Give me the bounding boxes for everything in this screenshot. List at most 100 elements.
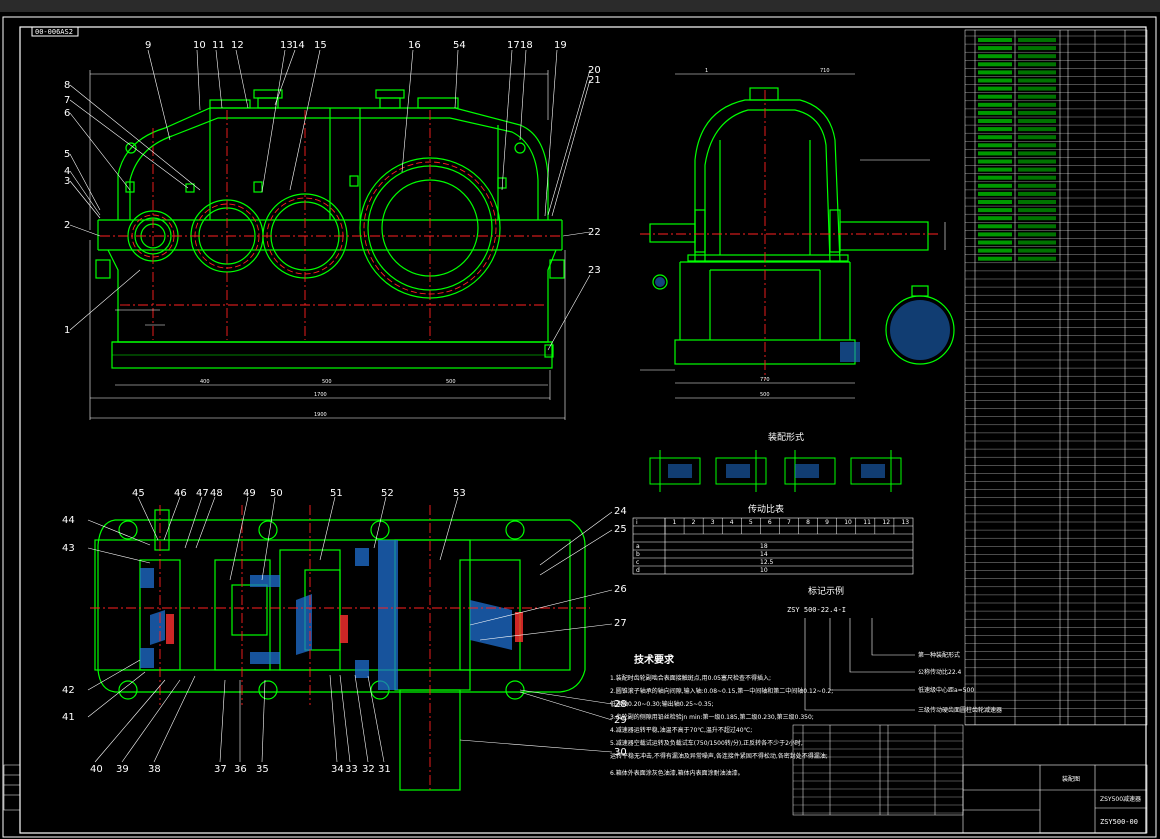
balloon-26: 26 — [614, 584, 627, 595]
tech-line-3: 低速轴0.20~0.30;输出轴0.25~0.35; — [610, 700, 714, 708]
balloon-40: 40 — [90, 764, 103, 775]
side-dimensions — [640, 73, 946, 399]
parts-list-code-cell — [978, 70, 1012, 75]
dim-500a: 500 — [322, 379, 332, 385]
parts-list-code-cell — [978, 216, 1012, 221]
balloon-21: 21 — [588, 75, 601, 86]
parts-list-name-cell — [1018, 200, 1056, 204]
parts-list-code-cell — [978, 38, 1012, 42]
left-legend — [3, 764, 21, 811]
balloon-4: 4 — [64, 166, 70, 177]
ratio-val-2: 14 — [760, 551, 768, 558]
ratio-heading: 传动比表 — [748, 503, 784, 515]
ratio-val-4: 10 — [760, 567, 768, 574]
parts-list-code-cell — [978, 167, 1012, 172]
example-leaders — [804, 618, 915, 711]
parts-list-code-cell — [978, 200, 1012, 204]
parts-list-name-cell — [1018, 70, 1056, 75]
plan-leaders — [87, 496, 613, 763]
balloon-42: 42 — [62, 685, 75, 696]
balloon-41: 41 — [62, 712, 75, 723]
parts-list-cells — [978, 38, 1056, 261]
ratio-col-label: 10 — [844, 519, 852, 526]
dim-770: 770 — [760, 377, 770, 383]
parts-list-code-cell — [978, 151, 1012, 156]
balloon-3: 3 — [64, 176, 70, 187]
balloon-34: 34 — [331, 764, 344, 775]
balloon-35: 35 — [256, 764, 269, 775]
balloon-53: 53 — [453, 488, 466, 499]
dim-1700: 1700 — [314, 392, 327, 398]
code-tag-box — [31, 26, 79, 37]
ratio-col-label: 9 — [825, 519, 829, 526]
parts-list-name-cell — [1018, 151, 1056, 156]
ratio-col-label: 11 — [863, 519, 871, 526]
ratio-col-label: 12 — [882, 519, 890, 526]
example-code: ZSY 500-22.4-I — [787, 606, 846, 614]
plan-sections — [140, 540, 512, 690]
balloon-25: 25 — [614, 524, 627, 535]
balloon-38: 38 — [148, 764, 161, 775]
parts-list-name-cell — [1018, 135, 1056, 140]
front-balloons: 9 10 11 12 13 14 15 16 54 17 18 19 20 21… — [64, 40, 601, 336]
ratio-row-a: a — [636, 543, 640, 550]
parts-list-name-cell — [1018, 54, 1056, 59]
dim-1900: 1900 — [314, 412, 327, 418]
code-tag: 00-006AS2 — [35, 28, 73, 36]
parts-list-name-cell — [1018, 46, 1056, 51]
balloon-30: 30 — [614, 747, 627, 758]
balloon-18: 18 — [520, 40, 533, 51]
title-block-code: ZSY500-00 — [1100, 818, 1138, 826]
parts-list-name-cell — [1018, 94, 1056, 99]
balloon-6: 6 — [64, 108, 70, 119]
side-sections — [655, 277, 950, 362]
balloon-12: 12 — [231, 40, 244, 51]
parts-list-rows — [965, 35, 1147, 725]
plan-seals — [166, 612, 523, 644]
cad-canvas[interactable]: 00-006AS2 — [0, 12, 1160, 839]
parts-list-name-cell — [1018, 175, 1056, 180]
dim-710: 710 — [820, 68, 830, 74]
assembly-fills — [668, 464, 885, 478]
parts-list-code-cell — [978, 232, 1012, 237]
tech-line-6: 5.减速器空载试运转及负载试车(750/1500转/分),正反转各不少于2小时, — [610, 739, 803, 747]
balloon-14: 14 — [292, 40, 305, 51]
balloon-48: 48 — [210, 488, 223, 499]
parts-list-name-cell — [1018, 183, 1056, 188]
example-note-2: 公称传动比22.4 — [918, 668, 962, 676]
parts-list-code-cell — [978, 208, 1012, 213]
balloon-37: 37 — [214, 764, 227, 775]
parts-list-code-cell — [978, 175, 1012, 180]
balloon-39: 39 — [116, 764, 129, 775]
ratio-col-label: 5 — [749, 519, 753, 526]
title-block — [962, 764, 1148, 834]
balloon-29: 29 — [614, 715, 627, 726]
ratio-col-label: 6 — [768, 519, 772, 526]
parts-list-code-cell — [978, 46, 1012, 51]
parts-list-name-cell — [1018, 232, 1056, 237]
ratio-row-i: i — [636, 519, 638, 526]
balloon-10: 10 — [193, 40, 206, 51]
balloon-2: 2 — [64, 220, 70, 231]
balloon-22: 22 — [588, 227, 601, 238]
balloon-11: 11 — [212, 40, 225, 51]
parts-list-code-cell — [978, 54, 1012, 59]
balloon-33: 33 — [345, 764, 358, 775]
parts-list-code-cell — [978, 191, 1012, 196]
balloon-50: 50 — [270, 488, 283, 499]
balloon-28: 28 — [614, 699, 627, 710]
ratio-val-1: 18 — [760, 543, 768, 550]
bottom-parts-rows — [793, 732, 963, 814]
parts-list-name-cell — [1018, 248, 1056, 253]
parts-list-grid — [964, 29, 1148, 726]
balloon-13: 13 — [280, 40, 293, 51]
drawing-svg: 00-006AS2 — [2, 16, 1157, 838]
parts-list-name-cell — [1018, 159, 1056, 164]
ratio-col-label: 4 — [730, 519, 734, 526]
ratio-col-label: 8 — [806, 519, 810, 526]
balloon-15: 15 — [314, 40, 327, 51]
balloon-36: 36 — [234, 764, 247, 775]
parts-list-name-cell — [1018, 208, 1056, 213]
parts-list-code-cell — [978, 86, 1012, 91]
